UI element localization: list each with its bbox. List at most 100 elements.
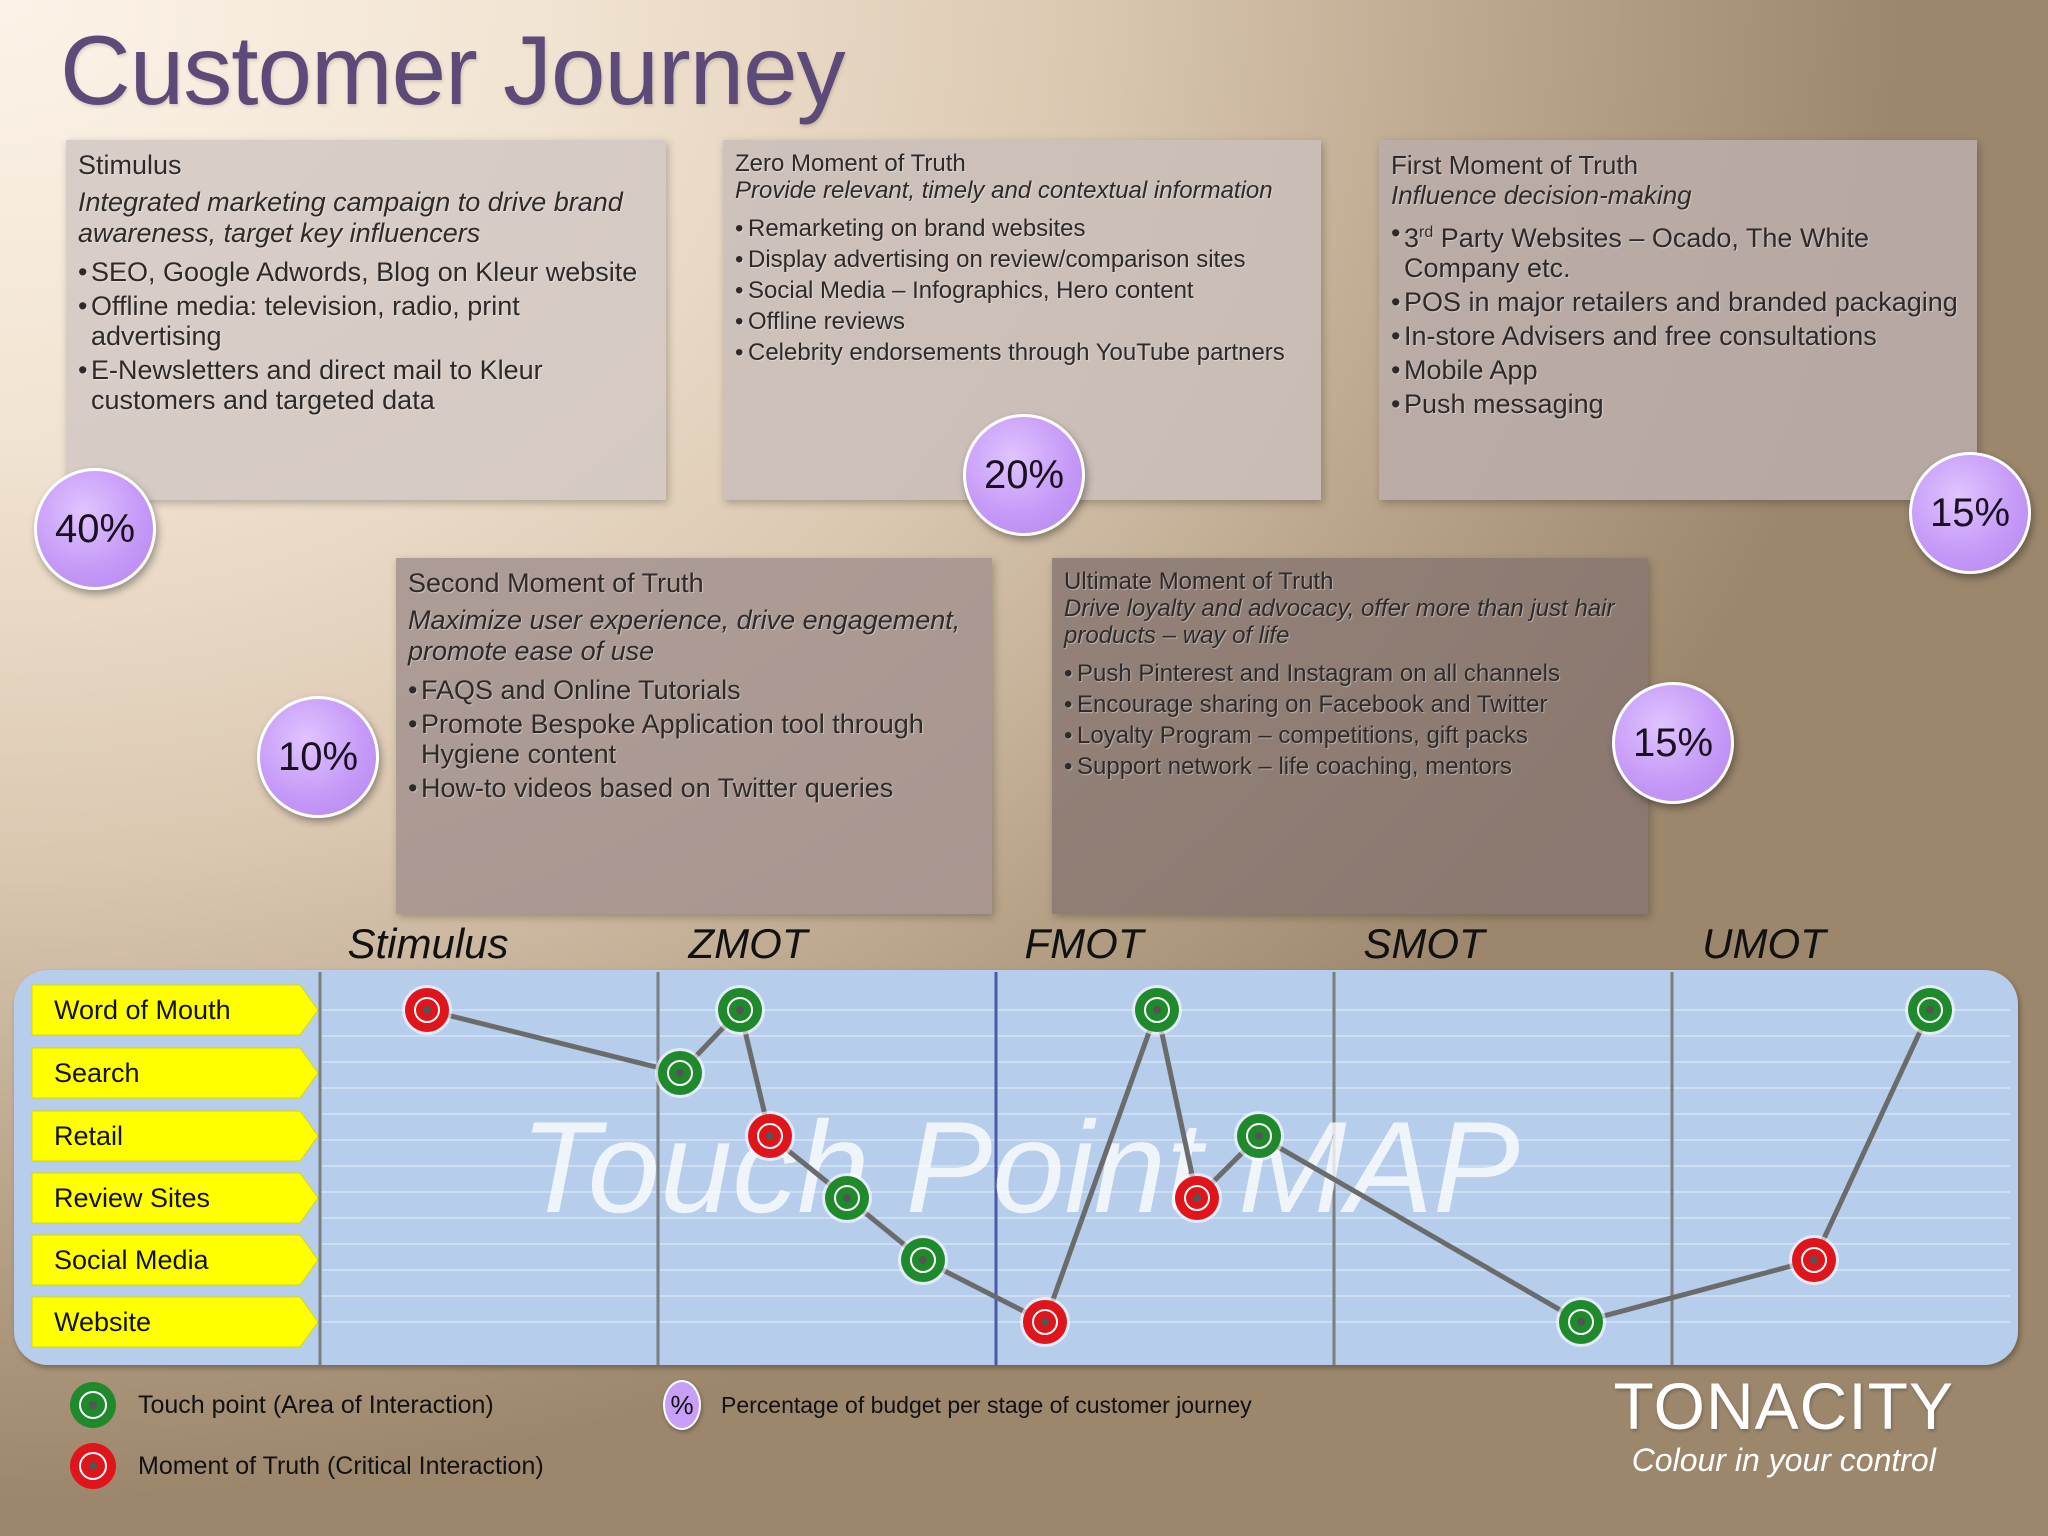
channel-label-shape: [31, 1234, 319, 1286]
list-item: Mobile App: [1391, 355, 1965, 385]
channel-label: Retail: [31, 1110, 319, 1162]
marker-center: [736, 1006, 744, 1014]
journey-points: [402, 985, 1955, 1347]
card-subtitle: Drive loyalty and advocacy, offer more t…: [1064, 595, 1615, 649]
list-item: Offline reviews: [735, 309, 1309, 336]
page-title: Customer Journey: [60, 15, 846, 125]
channel-label: Review Sites: [31, 1172, 319, 1224]
legend-label: Percentage of budget per stage of custom…: [721, 1391, 1252, 1418]
list-item: Celebrity endorsements through YouTube p…: [735, 340, 1309, 367]
legend-label: Moment of Truth (Critical Interaction): [138, 1451, 544, 1480]
list-item: Offline media: television, radio, print …: [78, 291, 654, 351]
fmot-card: First Moment of Truth Influence decision…: [1379, 140, 1977, 500]
list-item: Push messaging: [1391, 389, 1965, 419]
touch-point-marker: [1905, 985, 1955, 1035]
touch-point-marker: [1234, 1111, 1284, 1161]
marker-center: [1255, 1132, 1263, 1140]
card-subtitle: Maximize user experience, drive engageme…: [408, 605, 961, 666]
marker-ring: [1246, 1123, 1272, 1149]
list-item: Social Media – Infographics, Hero conten…: [735, 278, 1309, 305]
moment-of-truth-marker: [1020, 1297, 1070, 1347]
list-item: In-store Advisers and free consultations: [1391, 321, 1965, 351]
marker-ring: [834, 1185, 860, 1211]
list-item: 3rd Party Websites – Ocado, The White Co…: [1391, 218, 1965, 283]
channel-label-text: Review Sites: [54, 1183, 210, 1213]
percent-icon: %: [663, 1380, 701, 1430]
stimulus-card: Stimulus Integrated marketing campaign t…: [66, 140, 666, 500]
card-title: Stimulus: [78, 150, 182, 180]
stage-label: UMOT: [1702, 920, 1829, 967]
stage-label: FMOT: [1025, 920, 1147, 967]
list-item: FAQS and Online Tutorials: [408, 675, 980, 705]
budget-smot-badge: 10%: [257, 696, 379, 818]
legend-moment-of-truth: Moment of Truth (Critical Interaction): [68, 1441, 544, 1491]
brand-tagline: Colour in your control: [1631, 1442, 1936, 1478]
map-watermark: Touch Point MAP: [520, 1094, 1520, 1240]
card-subtitle: Provide relevant, timely and contextual …: [735, 177, 1273, 204]
card-title: Ultimate Moment of Truth: [1064, 568, 1334, 595]
moment-of-truth-marker: [1789, 1235, 1839, 1285]
channel-label-text: Word of Mouth: [54, 995, 231, 1025]
marker-ring: [414, 997, 440, 1023]
marker-center: [1193, 1194, 1201, 1202]
touch-point-icon: [70, 1382, 116, 1428]
budget-stimulus-badge: 40%: [34, 468, 156, 590]
stage-label: Stimulus: [347, 920, 508, 967]
marker-ring: [1917, 997, 1943, 1023]
list-item: SEO, Google Adwords, Blog on Kleur websi…: [78, 257, 654, 287]
marker-center: [766, 1132, 774, 1140]
touch-point-marker: [898, 1235, 948, 1285]
marker-ring: [667, 1060, 693, 1086]
channel-label: Word of Mouth: [31, 984, 319, 1036]
channel-label-shape: [31, 1172, 319, 1224]
channel-label: Search: [31, 1047, 319, 1099]
card-title: Zero Moment of Truth: [735, 150, 966, 177]
marker-center: [423, 1006, 431, 1014]
list-item: Remarketing on brand websites: [735, 216, 1309, 243]
card-title: Second Moment of Truth: [408, 568, 704, 598]
brand-name: TONACITY: [1613, 1369, 1954, 1443]
budget-fmot-badge: 15%: [1909, 452, 2031, 574]
marker-center: [1153, 1006, 1161, 1014]
touch-point-marker: [715, 985, 765, 1035]
touch-point-marker: [1556, 1297, 1606, 1347]
legend-label: Touch point (Area of Interaction): [138, 1390, 494, 1419]
list-item: How-to videos based on Twitter queries: [408, 773, 980, 803]
list-item: Push Pinterest and Instagram on all chan…: [1064, 661, 1636, 688]
list-item: Promote Bespoke Application tool through…: [408, 709, 980, 769]
touch-point-marker: [655, 1048, 705, 1098]
channel-label-text: Website: [54, 1307, 151, 1337]
marker-ring: [910, 1247, 936, 1273]
list-item: Support network – life coaching, mentors: [1064, 754, 1636, 781]
marker-ring: [727, 997, 753, 1023]
channel-label-shape: [31, 1296, 319, 1348]
card-subtitle: Influence decision-making: [1391, 180, 1692, 210]
map-background: [14, 970, 2018, 1365]
card-subtitle: Integrated marketing campaign to drive b…: [78, 187, 623, 248]
channel-label-shape: [31, 1110, 319, 1162]
smot-card: Second Moment of Truth Maximize user exp…: [396, 558, 992, 914]
marker-center: [1577, 1318, 1585, 1326]
touch-point-marker: [822, 1173, 872, 1223]
marker-ring: [1801, 1247, 1827, 1273]
card-title: First Moment of Truth: [1391, 150, 1639, 180]
marker-ring: [757, 1123, 783, 1149]
moment-of-truth-icon: [70, 1443, 116, 1489]
channel-label-shape: [31, 984, 319, 1036]
channel-label-text: Retail: [54, 1121, 123, 1151]
stage-label: SMOT: [1363, 920, 1488, 967]
legend-percent: % Percentage of budget per stage of cust…: [663, 1380, 1252, 1430]
list-item: Encourage sharing on Facebook and Twitte…: [1064, 692, 1636, 719]
list-item: E-Newsletters and direct mail to Kleur c…: [78, 355, 654, 415]
marker-center: [676, 1069, 684, 1077]
umot-card: Ultimate Moment of Truth Drive loyalty a…: [1052, 558, 1648, 914]
channel-label-text: Search: [54, 1058, 140, 1088]
marker-center: [1810, 1256, 1818, 1264]
channel-label-shape: [31, 1047, 319, 1099]
marker-ring: [1568, 1309, 1594, 1335]
marker-center: [1926, 1006, 1934, 1014]
channel-label: Social Media: [31, 1234, 319, 1286]
